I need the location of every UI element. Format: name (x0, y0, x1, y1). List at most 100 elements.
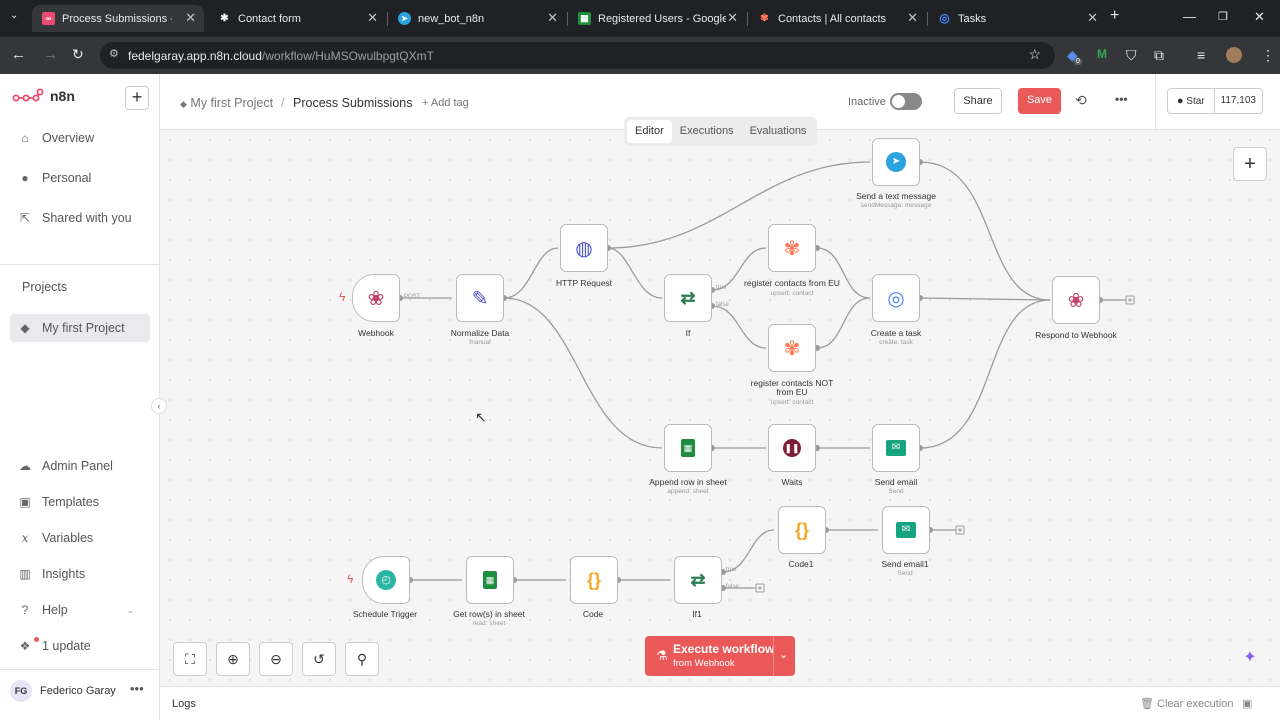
node-normalize-data[interactable]: ✎ (456, 274, 504, 322)
media-icon[interactable]: ≡ (1197, 47, 1206, 63)
breadcrumb-project[interactable]: ◆ My first Project (180, 96, 273, 110)
node-get-rows[interactable]: ▦ (466, 556, 514, 604)
active-toggle[interactable] (890, 93, 922, 110)
webhook-icon: ❀ (367, 287, 385, 310)
reload-icon[interactable]: ↻ (72, 46, 84, 62)
help-icon: ? (21, 603, 29, 617)
collapse-sidebar-button[interactable]: ‹ (151, 398, 167, 414)
node-create-task[interactable]: ◎ (872, 274, 920, 322)
sidebar-item-my-first-project[interactable]: ◆ My first Project (10, 314, 150, 342)
node-send-text-message[interactable]: ➤ (872, 138, 920, 186)
puzzle-icon[interactable]: ⧉ (1154, 47, 1164, 63)
workflow-name[interactable]: Process Submissions (293, 96, 413, 110)
new-tab-icon[interactable]: + (1110, 7, 1120, 24)
clear-execution-button[interactable]: 🗑 Clear execution (1140, 697, 1233, 710)
extension-badge: 0 (1074, 58, 1082, 65)
add-node-button[interactable]: + (1233, 147, 1267, 181)
sidebar-item-shared[interactable]: ⇱ Shared with you (10, 204, 150, 232)
sidebar-item-templates[interactable]: ▣ Templates (10, 488, 150, 516)
github-icon: ● (1176, 95, 1184, 107)
node-send-email[interactable]: ✉ (872, 424, 920, 472)
gift-icon: ❖ (19, 639, 31, 653)
tab-telegram[interactable]: ➤ new_bot_n8n ✕ (388, 5, 566, 32)
user-menu-icon[interactable]: ••• (130, 681, 144, 696)
forward-icon[interactable]: → (43, 46, 58, 63)
node-register-eu[interactable]: ✾ (768, 224, 816, 272)
panel-icon[interactable]: ▣ (1242, 698, 1253, 710)
tab-title: Contact form (238, 12, 301, 25)
sidebar-item-update[interactable]: ❖ 1 update (10, 632, 150, 660)
node-code[interactable]: {} (570, 556, 618, 604)
restore-icon[interactable]: ❐ (1218, 11, 1228, 23)
logs-bar[interactable]: Logs 🗑 Clear execution ▣ (160, 686, 1280, 720)
fit-view-button[interactable]: ⛶ (173, 642, 207, 676)
shield-icon[interactable]: ⛉ (1126, 47, 1137, 63)
node-http-request[interactable]: ◍ (560, 224, 608, 272)
minimize-icon[interactable]: — (1183, 9, 1196, 24)
node-waits[interactable]: ❚❚ (768, 424, 816, 472)
workflow-canvas[interactable]: Editor Executions Evaluations (160, 117, 1280, 686)
tab-process-submissions[interactable]: ∞ Process Submissions - n8n ✕ (32, 5, 204, 32)
menu-dots-icon[interactable]: ⋮ (1261, 47, 1275, 63)
tab-executions[interactable]: Executions (679, 125, 734, 137)
reset-zoom-button[interactable]: ↺ (302, 642, 336, 676)
sidebar-item-personal[interactable]: ● Personal (10, 164, 150, 192)
close-icon[interactable]: ✕ (185, 10, 196, 25)
zoom-in-button[interactable]: ⊕ (216, 642, 250, 676)
node-if[interactable]: ⇄ (664, 274, 712, 322)
sidebar-item-overview[interactable]: ⌂ Overview (10, 124, 150, 152)
close-icon[interactable]: ✕ (1087, 10, 1098, 25)
tab-google-sheets[interactable]: ▦ Registered Users - Google Sh ✕ (568, 5, 746, 32)
n8n-logo[interactable]: n8n (12, 88, 75, 104)
more-options-icon[interactable]: ••• (1115, 92, 1128, 106)
profile-avatar[interactable] (1226, 47, 1242, 63)
sidebar-item-label: Insights (42, 567, 86, 581)
sidebar-item-insights[interactable]: ▥ Insights (10, 560, 150, 588)
add-tag-button[interactable]: + Add tag (422, 97, 469, 109)
create-button[interactable]: + (125, 86, 149, 110)
back-icon[interactable]: ← (11, 46, 26, 63)
ai-assistant-button[interactable]: ✦ (1233, 642, 1267, 676)
node-send-email1[interactable]: ✉ (882, 506, 930, 554)
zoom-out-button[interactable]: ⊖ (259, 642, 293, 676)
node-respond-to-webhook[interactable]: ❀ (1052, 276, 1100, 324)
wand-icon: ⚲ (356, 651, 368, 667)
history-icon[interactable]: ⟲ (1075, 92, 1087, 108)
sidebar-item-label: Variables (42, 531, 94, 545)
github-star-button[interactable]: ● Star 117,103 (1167, 88, 1263, 114)
tidy-up-button[interactable]: ⚲ (345, 642, 379, 676)
extension-icon[interactable]: ◆ (1067, 47, 1078, 63)
node-schedule-trigger[interactable]: ◴ (362, 556, 410, 604)
tab-hubspot[interactable]: ✾ Contacts | All contacts ✕ (748, 5, 926, 32)
node-code1[interactable]: {} (778, 506, 826, 554)
bookmark-star-icon[interactable]: ☆ (1028, 46, 1041, 62)
close-icon[interactable]: ✕ (727, 10, 738, 25)
node-webhook[interactable]: ❀ (352, 274, 400, 322)
tab-search-icon[interactable]: ⌄ (10, 10, 19, 21)
node-register-not-eu[interactable]: ✾ (768, 324, 816, 372)
sidebar-item-admin-panel[interactable]: ☁ Admin Panel (10, 452, 150, 480)
execute-workflow-button[interactable]: ⚗ Execute workflow from Webhook ⌄ (645, 636, 795, 676)
tab-editor[interactable]: Editor (627, 120, 672, 143)
window-close-icon[interactable]: ✕ (1254, 9, 1265, 24)
node-if1[interactable]: ⇄ (674, 556, 722, 604)
site-info-icon[interactable]: ⚙ (109, 48, 119, 60)
share-icon: ⇱ (19, 211, 31, 225)
close-icon[interactable]: ✕ (907, 10, 918, 25)
chevron-down-icon[interactable]: ⌄ (779, 649, 789, 661)
close-icon[interactable]: ✕ (547, 10, 558, 25)
tab-evaluations[interactable]: Evaluations (749, 125, 807, 137)
share-button[interactable]: Share (954, 88, 1002, 114)
extension-m-icon[interactable]: M (1097, 47, 1107, 61)
node-sub: create: task (879, 339, 913, 346)
tab-contact-form[interactable]: ✱ Contact form ✕ (208, 5, 386, 32)
url-field[interactable]: ⚙ fedelgaray.app.n8n.cloud /workflow/HuM… (100, 42, 1055, 69)
user-profile[interactable]: FG Federico Garay (10, 680, 116, 702)
save-button[interactable]: Save (1018, 88, 1061, 114)
tab-tasks[interactable]: ◎ Tasks ✕ (928, 5, 1106, 32)
node-append-row[interactable]: ▦ (664, 424, 712, 472)
globe-icon: ◍ (575, 237, 593, 260)
sidebar-item-help[interactable]: ? Help ⌄ (10, 596, 150, 624)
sidebar-item-variables[interactable]: x Variables (10, 524, 150, 552)
close-icon[interactable]: ✕ (367, 10, 378, 25)
